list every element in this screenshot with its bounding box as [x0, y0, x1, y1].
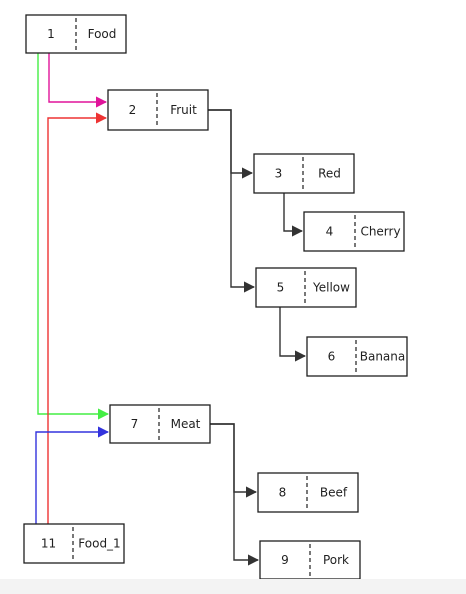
- node-number: 4: [326, 225, 334, 239]
- edge-food1-fruit: [47, 112, 108, 524]
- edge-red-cherry: [283, 193, 304, 237]
- node-number: 1: [47, 27, 55, 41]
- node-number: 7: [131, 417, 139, 431]
- edge-meat-pork: [210, 423, 260, 566]
- node-n5[interactable]: 5 Yellow: [255, 267, 357, 308]
- node-number: 9: [281, 553, 289, 567]
- node-box: [107, 89, 209, 131]
- footer-band: [0, 579, 466, 594]
- node-n6[interactable]: 6 Banana: [306, 336, 408, 377]
- node-n3[interactable]: 3 Red: [253, 153, 355, 194]
- node-n7[interactable]: 7 Meat: [109, 404, 211, 444]
- edge-food-meat: [37, 53, 110, 420]
- diagram-canvas: 1 Food 2 Fruit 3 Red 4 Cherry 5 Yellow 6 Banana 7 Mea…: [23, 14, 408, 580]
- node-box: [306, 336, 408, 377]
- node-label: Banana: [360, 350, 406, 364]
- nodes-layer: 1 Food 2 Fruit 3 Red 4 Cherry 5 Yellow 6 Banana 7 Mea…: [23, 14, 408, 580]
- node-number: 11: [41, 537, 56, 551]
- node-number: 2: [129, 103, 137, 117]
- edge-food1-meat: [35, 426, 110, 524]
- node-label: Red: [318, 167, 341, 181]
- edge-food-fruit: [48, 53, 108, 108]
- node-n11[interactable]: 11 Food_1: [23, 523, 125, 564]
- node-label: Fruit: [170, 103, 197, 117]
- node-box: [109, 404, 211, 444]
- node-number: 8: [279, 486, 287, 500]
- node-n8[interactable]: 8 Beef: [257, 472, 359, 513]
- node-n4[interactable]: 4 Cherry: [303, 211, 405, 252]
- node-label: Cherry: [360, 225, 400, 239]
- edge-meat-beef: [210, 423, 258, 498]
- node-number: 5: [277, 281, 285, 295]
- node-label: Food_1: [78, 537, 120, 551]
- edge-yellow-banana: [279, 307, 307, 362]
- node-label: Yellow: [312, 281, 350, 295]
- node-number: 6: [328, 350, 336, 364]
- edge-fruit-yellow: [208, 109, 256, 293]
- node-n1[interactable]: 1 Food: [25, 14, 127, 54]
- node-label: Food: [88, 27, 117, 41]
- node-box: [303, 211, 405, 252]
- node-number: 3: [275, 167, 283, 181]
- edges-layer: [35, 53, 307, 566]
- node-box: [257, 472, 359, 513]
- node-box: [255, 267, 357, 308]
- node-label: Meat: [171, 417, 201, 431]
- node-n9[interactable]: 9 Pork: [259, 540, 361, 580]
- node-box: [253, 153, 355, 194]
- node-box: [23, 523, 125, 564]
- node-label: Beef: [320, 486, 348, 500]
- node-n2[interactable]: 2 Fruit: [107, 89, 209, 131]
- node-label: Pork: [323, 553, 349, 567]
- edge-fruit-red: [208, 109, 254, 179]
